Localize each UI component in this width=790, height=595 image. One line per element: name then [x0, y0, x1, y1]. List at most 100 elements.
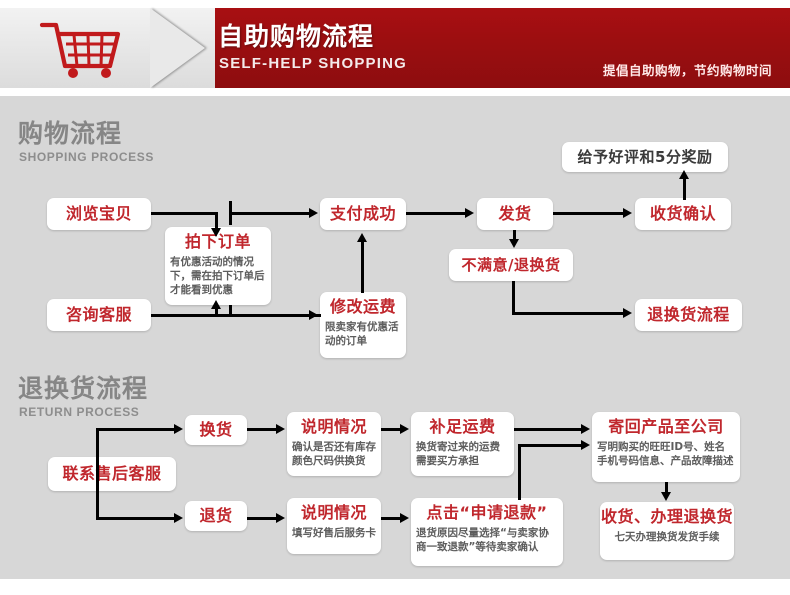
arrow-send-back-to-receive-handle	[661, 492, 671, 501]
node-exchange[interactable]: 换货	[185, 415, 247, 445]
arrow-refund-to-explain	[276, 513, 285, 523]
arrow-after-sale-to-refund	[174, 513, 183, 523]
link-explain-to-add-freight	[381, 428, 402, 431]
node-explain-refund[interactable]: 说明情况 填写好售后服务卡	[287, 498, 381, 554]
node-apply-refund-title: 点击“申请退款”	[426, 503, 548, 522]
link-confirm-to-praise-v	[683, 178, 686, 200]
node-unsatisfied[interactable]: 不满意/退换货	[449, 249, 573, 281]
node-pay-success-title: 支付成功	[329, 204, 396, 223]
node-ship-title: 发货	[498, 204, 532, 223]
link-browse-to-place-order-v	[215, 212, 218, 230]
arrow-ship-to-unsatisfied	[509, 239, 519, 248]
content-panel: 购物流程 SHOPPING PROCESS 浏览宝贝 拍下订单 有优惠活动的情况…	[0, 96, 790, 579]
section-title-return-en: RETURN PROCESS	[19, 405, 140, 419]
link-after-sale-to-refund-h	[96, 517, 176, 520]
node-place-order-title: 拍下订单	[184, 232, 251, 251]
node-return-flow-link[interactable]: 退换货流程	[635, 299, 742, 331]
arrow-contact-to-place-order	[211, 300, 221, 309]
link-unsatisfied-down	[512, 281, 515, 315]
node-praise-reward[interactable]: 给予好评和5分奖励	[562, 142, 728, 172]
node-refund-return[interactable]: 退货	[185, 501, 247, 531]
node-praise-reward-title: 给予好评和5分奖励	[577, 148, 713, 166]
node-explain-refund-note: 填写好售后服务卡	[292, 527, 376, 539]
link-order-down-stub	[229, 305, 232, 316]
link-add-freight-to-send-back	[514, 428, 582, 431]
link-apply-refund-up	[518, 444, 521, 500]
link-after-sale-split-v	[96, 428, 99, 520]
node-after-sale-service-title: 联系售后客服	[62, 464, 162, 483]
node-send-back-product-note: 写明购买的旺旺ID号、姓名手机号码信息、产品故障描述	[597, 441, 734, 467]
node-explain-exchange[interactable]: 说明情况 确认是否还有库存颜色尺码供换货	[287, 412, 381, 476]
node-add-freight[interactable]: 补足运费 换货寄过来的运费需要买方承担	[411, 412, 514, 476]
node-confirm-receipt[interactable]: 收货确认	[635, 198, 731, 230]
link-freight-to-pay-v	[361, 242, 364, 293]
link-refund-to-explain	[247, 517, 277, 520]
node-ship[interactable]: 发货	[477, 198, 553, 230]
link-browse-to-place-order-h	[151, 212, 218, 215]
link-ship-to-confirm	[553, 212, 624, 215]
node-place-order-note: 有优惠活动的情况下，需在拍下订单后才能看到优惠	[170, 256, 265, 296]
section-title-shopping-cn: 购物流程	[18, 119, 123, 148]
node-exchange-title: 换货	[199, 420, 233, 439]
link-after-sale-to-exchange-h	[96, 428, 176, 431]
node-edit-freight-note: 限卖家有优惠活动的订单	[325, 321, 399, 347]
arrow-add-freight-to-send-back	[581, 424, 590, 434]
arrow-order-to-pay	[309, 208, 318, 218]
link-order-to-pay-h	[229, 212, 311, 215]
node-apply-refund[interactable]: 点击“申请退款” 退货原因尽量选择“与卖家协商一致退款”等待卖家确认	[411, 498, 563, 566]
arrow-freight-to-pay	[357, 233, 367, 242]
arrow-confirm-to-praise	[679, 170, 689, 179]
arrow-pay-to-ship	[465, 208, 474, 218]
shopping-cart-icon	[39, 22, 121, 78]
arrow-unsatisfied-to-return-flow	[623, 308, 632, 318]
arrow-apply-refund-to-send-back	[581, 440, 590, 450]
node-pay-success[interactable]: 支付成功	[320, 198, 406, 230]
node-contact-service[interactable]: 咨询客服	[47, 299, 151, 331]
arrow-after-sale-to-exchange	[174, 424, 183, 434]
link-apply-refund-right	[518, 444, 582, 447]
node-confirm-receipt-title: 收货确认	[649, 204, 716, 223]
link-send-back-down	[665, 482, 668, 493]
node-edit-freight[interactable]: 修改运费 限卖家有优惠活动的订单	[320, 292, 406, 358]
arrow-ship-to-confirm	[623, 208, 632, 218]
section-title-shopping-en: SHOPPING PROCESS	[19, 150, 154, 164]
header-title-en: SELF-HELP SHOPPING	[219, 55, 408, 72]
node-apply-refund-note: 退货原因尽量选择“与卖家协商一致退款”等待卖家确认	[416, 527, 549, 553]
node-explain-refund-title: 说明情况	[300, 503, 367, 522]
link-ship-to-unsatisfied-v	[513, 230, 516, 240]
node-send-back-product-title: 寄回产品至公司	[608, 417, 724, 436]
node-add-freight-note: 换货寄过来的运费需要买方承担	[416, 441, 500, 467]
section-title-return-cn: 退换货流程	[18, 374, 149, 403]
link-contact-right	[151, 314, 321, 317]
link-contact-up-stub	[215, 308, 218, 316]
header-arrow-shape	[150, 8, 205, 88]
node-receive-handle[interactable]: 收货、办理退换货 七天办理换货发货手续	[600, 502, 734, 560]
node-contact-service-title: 咨询客服	[65, 305, 132, 324]
arrow-explain-to-add-freight	[400, 424, 409, 434]
node-place-order[interactable]: 拍下订单 有优惠活动的情况下，需在拍下订单后才能看到优惠	[165, 227, 271, 305]
arrow-contact-to-edit-freight	[309, 310, 318, 320]
node-refund-return-title: 退货	[199, 506, 233, 525]
node-return-flow-link-title: 退换货流程	[647, 305, 730, 324]
arrow-exchange-to-explain	[276, 424, 285, 434]
link-exchange-to-explain	[247, 428, 277, 431]
header-title-cn: 自助购物流程	[218, 22, 375, 51]
node-edit-freight-title: 修改运费	[329, 297, 396, 316]
node-browse[interactable]: 浏览宝贝	[47, 198, 151, 230]
node-browse-title: 浏览宝贝	[65, 204, 132, 223]
node-after-sale-service[interactable]: 联系售后客服	[48, 457, 176, 491]
link-pay-to-ship	[406, 212, 466, 215]
node-receive-handle-note: 七天办理换货发货手续	[614, 531, 720, 543]
node-send-back-product[interactable]: 寄回产品至公司 写明购买的旺旺ID号、姓名手机号码信息、产品故障描述	[592, 412, 740, 482]
arrow-explain-to-apply-refund	[400, 513, 409, 523]
node-explain-exchange-title: 说明情况	[300, 417, 367, 436]
link-explain-to-apply-refund	[381, 517, 402, 520]
arrow-browse-to-place-order	[211, 228, 221, 237]
node-receive-handle-title: 收货、办理退换货	[600, 507, 733, 526]
node-explain-exchange-note: 确认是否还有库存颜色尺码供换货	[292, 441, 376, 467]
node-unsatisfied-title: 不满意/退换货	[461, 256, 561, 274]
node-add-freight-title: 补足运费	[429, 417, 496, 436]
header-slogan: 提倡自助购物，节约购物时间	[602, 63, 772, 78]
link-unsatisfied-right	[512, 312, 624, 315]
